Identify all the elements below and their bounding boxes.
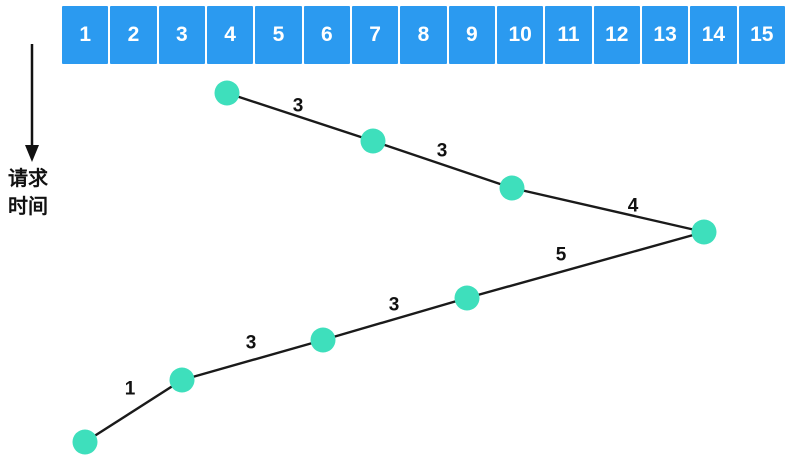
block-cell: 5 bbox=[255, 6, 302, 64]
seek-distance-label: 3 bbox=[293, 96, 304, 117]
seek-edge bbox=[322, 296, 468, 342]
request-node bbox=[691, 219, 717, 245]
seek-edge bbox=[226, 91, 374, 143]
block-cell: 10 bbox=[496, 6, 544, 64]
request-node bbox=[360, 128, 386, 154]
seek-distance-label: 3 bbox=[246, 333, 257, 354]
request-node bbox=[310, 327, 336, 353]
block-cell: 4 bbox=[206, 6, 254, 64]
block-cell: 6 bbox=[303, 6, 350, 64]
seek-distance-label: 3 bbox=[389, 295, 400, 316]
seek-edge bbox=[466, 230, 705, 300]
block-cell: 8 bbox=[400, 6, 447, 64]
block-cell: 12 bbox=[593, 6, 640, 64]
request-node bbox=[499, 175, 525, 201]
request-node bbox=[454, 285, 480, 311]
block-cell: 14 bbox=[690, 6, 737, 64]
arrow-head bbox=[25, 145, 39, 162]
block-cell: 2 bbox=[110, 6, 157, 64]
time-axis-label-line2: 时间 bbox=[8, 196, 48, 218]
seek-distance-label: 3 bbox=[437, 141, 448, 162]
time-axis-label-line1: 请求 bbox=[8, 168, 48, 190]
time-axis-label: 请求 时间 bbox=[8, 165, 48, 221]
request-node bbox=[169, 367, 195, 393]
block-cell: 3 bbox=[158, 6, 205, 64]
seek-edge bbox=[84, 378, 183, 444]
block-cell: 9 bbox=[448, 6, 495, 64]
seek-distance-label: 4 bbox=[628, 196, 639, 217]
block-cell: 1 bbox=[62, 6, 109, 64]
seek-edge bbox=[372, 139, 513, 190]
request-node bbox=[214, 80, 240, 106]
block-cell: 7 bbox=[351, 6, 399, 64]
seek-edge bbox=[181, 338, 324, 382]
seek-edge bbox=[511, 186, 705, 234]
seek-distance-label: 1 bbox=[125, 379, 136, 400]
request-node bbox=[72, 429, 98, 455]
time-axis-arrow bbox=[25, 44, 39, 162]
block-cell: 13 bbox=[641, 6, 689, 64]
seek-distance-label: 5 bbox=[556, 245, 567, 266]
block-cell: 15 bbox=[738, 6, 785, 64]
block-cell: 11 bbox=[545, 6, 592, 64]
